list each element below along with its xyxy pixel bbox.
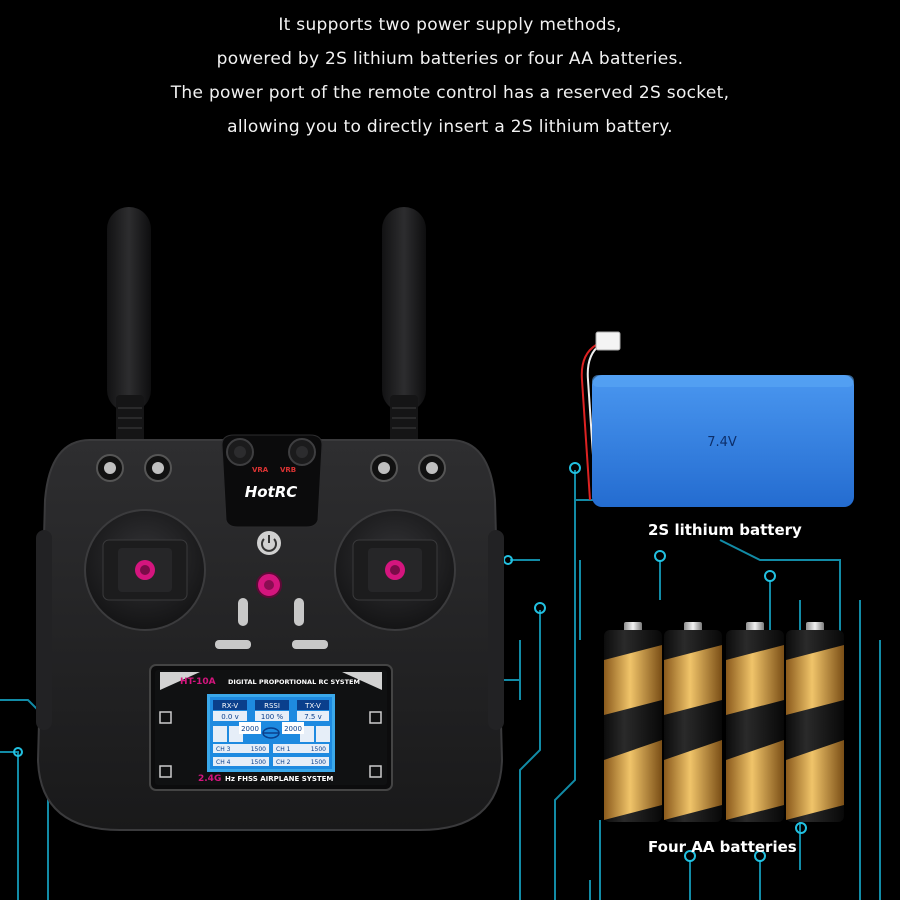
lcd-ch1-value: 1500 bbox=[311, 746, 326, 753]
lcd-channels: CH 3 1500 CH 1 1500 CH 4 1500 CH 2 1500 bbox=[213, 744, 329, 766]
switch-1 bbox=[96, 454, 124, 482]
lcd-ch4-label: CH 4 bbox=[216, 759, 231, 766]
lcd-telemetry: RX-V RSSI TX-V 0.0 v 100 % 7.5 v bbox=[213, 700, 329, 721]
lcd-tx-label: TX-V bbox=[304, 702, 321, 710]
lcd-footer-band: 2.4G bbox=[198, 774, 221, 784]
lcd-ch4-value: 1500 bbox=[251, 759, 266, 766]
lcd-left-gauge: 2000 bbox=[241, 725, 259, 733]
aa-battery-4 bbox=[786, 622, 844, 822]
lcd-rx-label: RX-V bbox=[222, 702, 238, 710]
brand-logo: HotRC bbox=[245, 483, 298, 501]
power-button[interactable] bbox=[257, 531, 281, 555]
lcd-ch2-value: 1500 bbox=[311, 759, 326, 766]
left-gimbal[interactable] bbox=[84, 509, 206, 631]
lcd-right-gauge: 2000 bbox=[284, 725, 302, 733]
lcd-model: HT-10A bbox=[180, 677, 216, 687]
lipo-caption: 2S lithium battery bbox=[648, 521, 802, 539]
switch-3 bbox=[370, 454, 398, 482]
lcd-ch3-label: CH 3 bbox=[216, 746, 231, 753]
left-antenna bbox=[107, 207, 151, 447]
switch-4 bbox=[418, 454, 446, 482]
plane-icon bbox=[262, 727, 280, 739]
lcd-rssi-label: RSSI bbox=[264, 702, 280, 710]
right-antenna bbox=[382, 207, 426, 447]
aa-battery-1 bbox=[604, 622, 662, 822]
aa-battery-3 bbox=[726, 622, 784, 822]
intro-line-1: It supports two power supply methods, bbox=[278, 15, 622, 35]
lcd-footer-text: Hz FHSS AIRPLANE SYSTEM bbox=[225, 775, 333, 783]
aa-caption: Four AA batteries bbox=[648, 838, 797, 856]
circuit-traces bbox=[0, 470, 881, 900]
lcd-ch1-label: CH 1 bbox=[276, 746, 291, 753]
intro-line-2: powered by 2S lithium batteries or four … bbox=[216, 49, 684, 69]
lipo-voltage: 7.4V bbox=[707, 435, 737, 450]
knob-vrb[interactable] bbox=[288, 438, 316, 466]
lcd-tx-value: 7.5 v bbox=[304, 713, 322, 721]
toggle-switches[interactable] bbox=[96, 454, 446, 482]
trim-buttons[interactable] bbox=[215, 598, 328, 649]
aa-battery-2 bbox=[664, 622, 722, 822]
knob-left-label: VRA bbox=[252, 466, 269, 474]
switch-2 bbox=[144, 454, 172, 482]
lcd-gauges: 2000 2000 bbox=[213, 722, 330, 742]
lipo-battery bbox=[580, 331, 854, 507]
lcd-ch2-label: CH 2 bbox=[276, 759, 291, 766]
intro-text: It supports two power supply methods, po… bbox=[0, 8, 900, 144]
intro-line-4: allowing you to directly insert a 2S lit… bbox=[227, 117, 673, 137]
knob-vra[interactable] bbox=[226, 438, 254, 466]
lcd-rssi-value: 100 % bbox=[261, 713, 284, 721]
lcd-rx-value: 0.0 v bbox=[221, 713, 239, 721]
intro-line-3: The power port of the remote control has… bbox=[170, 83, 730, 103]
center-magenta-knob[interactable] bbox=[256, 572, 282, 598]
lcd-header: DIGITAL PROPORTIONAL RC SYSTEM bbox=[228, 678, 360, 686]
right-gimbal[interactable] bbox=[334, 509, 456, 631]
knob-right-label: VRB bbox=[280, 466, 296, 474]
lcd-ch3-value: 1500 bbox=[251, 746, 266, 753]
lcd-side-icons bbox=[159, 711, 382, 778]
